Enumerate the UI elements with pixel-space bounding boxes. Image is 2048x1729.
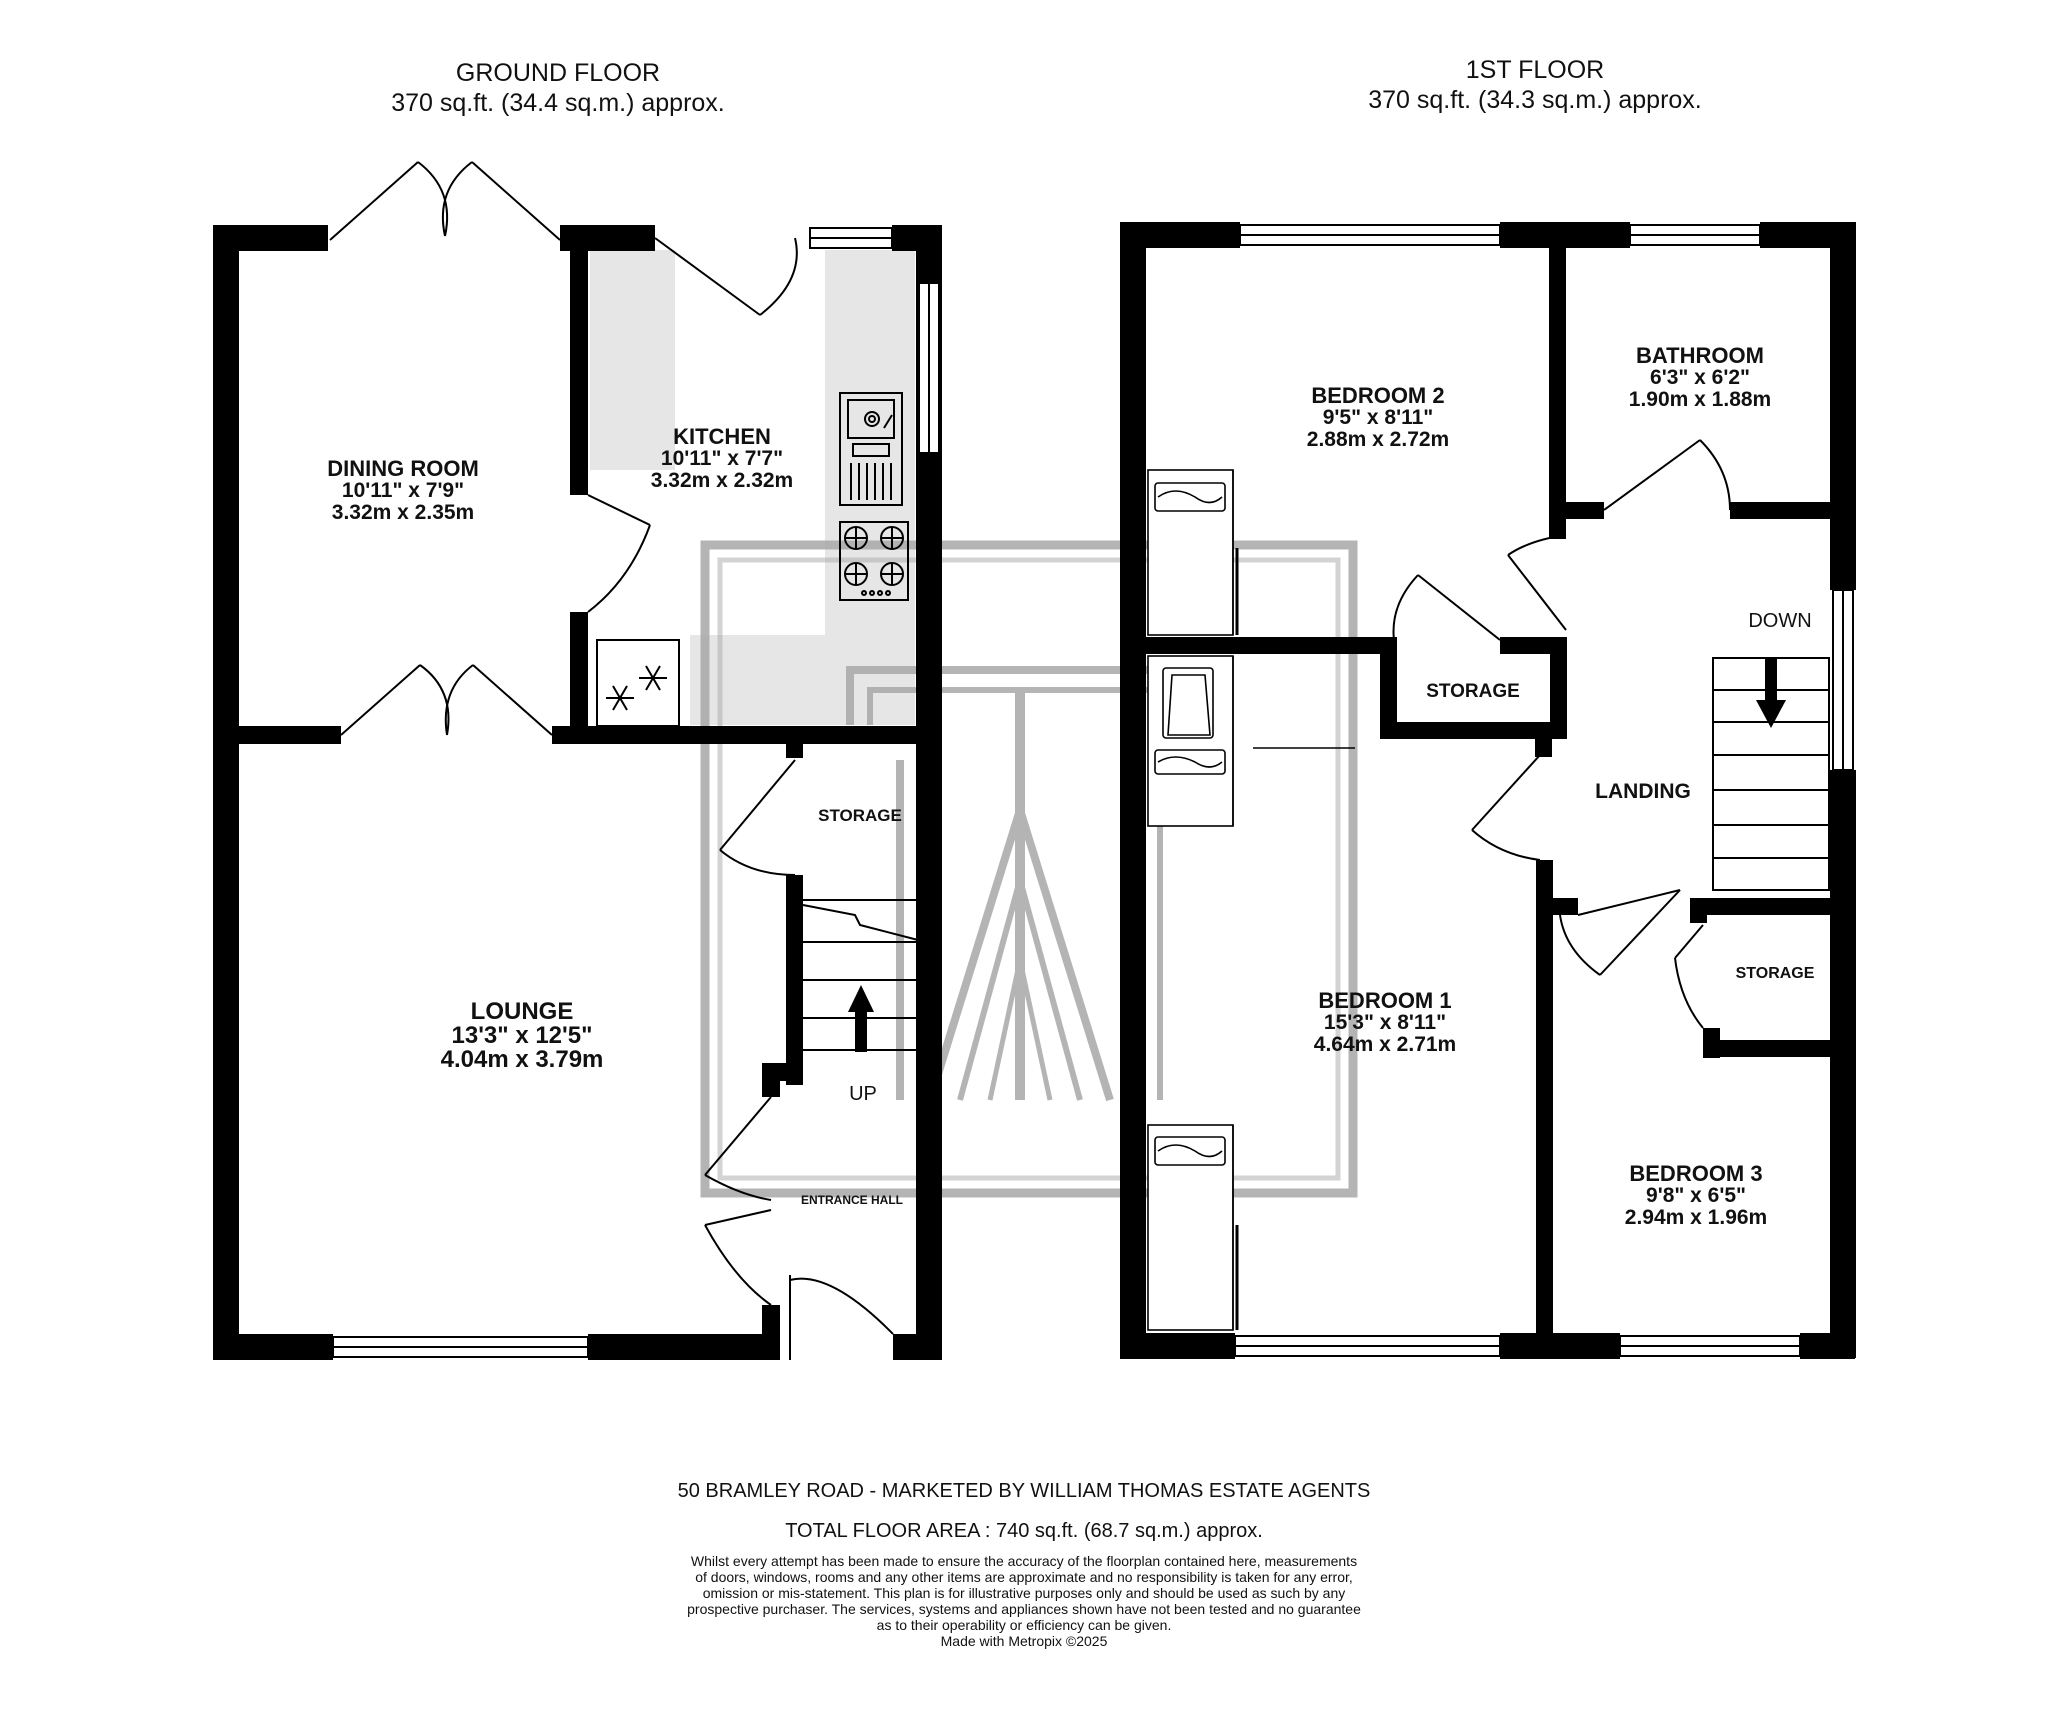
stairs-down-arrow-icon [1756,658,1786,728]
room-entrance-hall: ENTRANCE HALL [801,1193,903,1207]
footer-address: 50 BRAMLEY ROAD - MARKETED BY WILLIAM TH… [677,1480,1371,1502]
first-floor-doors [1392,439,1731,1029]
ground-floor-windows [332,227,940,1358]
footer-disclaimer: Whilst every attempt has been made to en… [0,1553,2048,1649]
ground-floor-walls [213,225,942,1360]
ground-floor-doors [329,161,894,1360]
room-name: BEDROOM 1 [1318,988,1452,1013]
room-kitchen: KITCHEN 10'11" x 7'7" 3.32m x 2.32m [651,426,793,492]
stairs-down-label: DOWN [1748,610,1812,632]
wardrobe-icon [1147,469,1355,1331]
room-name: BEDROOM 2 [1311,383,1445,408]
disclaimer-line: prospective purchaser. The services, sys… [687,1601,1361,1617]
first-floor-heading: 1ST FLOOR 370 sq.ft. (34.3 sq.m.) approx… [1185,55,1885,115]
hob-icon [839,521,909,601]
room-imperial: 9'5" x 8'11" [1322,406,1434,429]
room-bedroom-3: BEDROOM 3 9'8" x 6'5" 2.94m x 1.96m [1625,1163,1767,1229]
room-name: DINING ROOM [327,456,479,481]
room-metric: 1.90m x 1.88m [1628,388,1772,411]
first-floor-walls [1120,222,1856,1359]
room-imperial: 13'3" x 12'5" [451,1022,593,1049]
room-metric: 4.64m x 2.71m [1313,1033,1457,1056]
first-floor-title: 1ST FLOOR [1465,56,1605,84]
room-imperial: 15'3" x 8'11" [1323,1011,1447,1034]
room-name: KITCHEN [673,424,771,449]
disclaimer-line: Whilst every attempt has been made to en… [690,1553,1358,1569]
room-lounge: LOUNGE 13'3" x 12'5" 4.04m x 3.79m [441,1000,604,1072]
kitchen-floor-fill [590,250,915,725]
room-metric: 4.04m x 3.79m [440,1046,604,1073]
room-imperial: 9'8" x 6'5" [1646,1184,1746,1207]
disclaimer-line: as to their operability or efficiency ca… [876,1617,1172,1633]
first-floor-area: 370 sq.ft. (34.3 sq.m.) approx. [1368,86,1702,114]
room-imperial: 10'11" x 7'9" [341,479,465,502]
sink-icon [839,392,903,506]
footer-total-area: TOTAL FLOOR AREA : 740 sq.ft. (68.7 sq.m… [785,1520,1263,1542]
room-storage-ground: STORAGE [818,806,902,825]
ground-floor-area: 370 sq.ft. (34.4 sq.m.) approx. [391,89,725,117]
footer-credit: Made with Metropix ©2025 [940,1633,1108,1649]
room-metric: 3.32m x 2.32m [650,469,794,492]
freezer-icon [596,639,680,727]
room-metric: 3.32m x 2.35m [331,501,475,524]
room-bathroom: BATHROOM 6'3" x 6'2" 1.90m x 1.88m [1629,345,1771,411]
room-dining: DINING ROOM 10'11" x 7'9" 3.32m x 2.35m [327,458,479,524]
room-name: BATHROOM [1636,343,1764,368]
ground-floor-title: GROUND FLOOR [455,59,661,87]
room-imperial: 10'11" x 7'7" [660,447,784,470]
ground-floor-heading: GROUND FLOOR 370 sq.ft. (34.4 sq.m.) app… [208,58,908,118]
room-name: BEDROOM 3 [1629,1161,1763,1186]
first-floor-windows [1234,224,1854,1357]
room-metric: 2.88m x 2.72m [1306,428,1450,451]
room-bedroom-2: BEDROOM 2 9'5" x 8'11" 2.88m x 2.72m [1307,385,1449,451]
room-bedroom-1: BEDROOM 1 15'3" x 8'11" 4.64m x 2.71m [1314,990,1456,1056]
disclaimer-line: of doors, windows, rooms and any other i… [695,1569,1353,1585]
stairs-up-label: UP [849,1083,877,1105]
disclaimer-line: omission or mis-statement. This plan is … [702,1585,1346,1601]
room-storage-first-a: STORAGE [1426,681,1520,702]
room-imperial: 6'3" x 6'2" [1650,366,1750,389]
room-metric: 2.94m x 1.96m [1624,1206,1768,1229]
stairs-arrow-icon [848,985,874,1052]
room-storage-first-b: STORAGE [1735,965,1815,982]
room-name: LOUNGE [470,998,574,1025]
room-landing: LANDING [1595,780,1691,803]
